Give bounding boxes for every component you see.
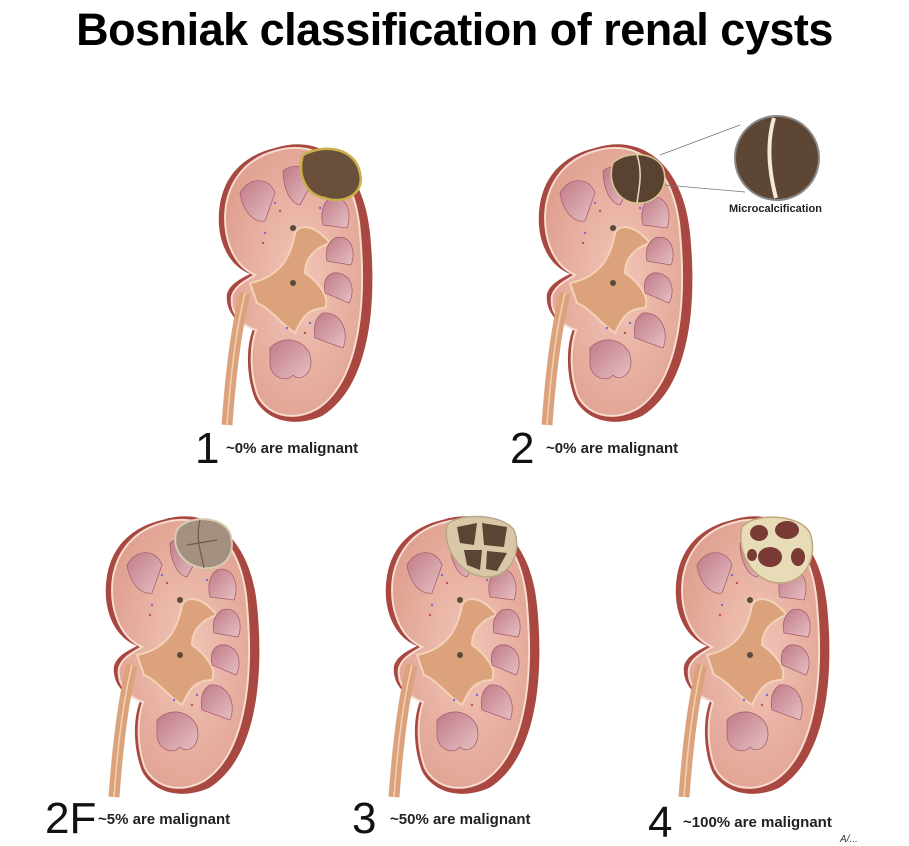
kidney-grade-2: [525, 133, 700, 428]
kidney-grade-1: [205, 133, 380, 428]
grade-label-4: 4: [648, 798, 673, 846]
kidney-grade-4: [662, 505, 837, 800]
artist-signature: A/...: [840, 834, 858, 845]
microcalcification-inset: [659, 115, 820, 201]
minimally-complex-cyst: [610, 153, 666, 204]
malignancy-text-3: ~50% are malignant: [390, 811, 531, 828]
grade-label-2f: 2F: [45, 794, 97, 843]
malignancy-text-4: ~100% are malignant: [683, 814, 832, 831]
grade-label-3: 3: [352, 794, 377, 843]
diagram-title: Bosniak classification of renal cysts: [76, 4, 833, 55]
simple-cyst: [299, 147, 363, 202]
grade-label-1: 1: [195, 424, 220, 473]
kidney-grade-2f: [92, 505, 267, 800]
grade-label-2: 2: [510, 424, 535, 473]
malignancy-text-1: ~0% are malignant: [226, 440, 359, 457]
malignancy-text-2: ~0% are malignant: [546, 440, 679, 457]
malignancy-text-2f: ~5% are malignant: [98, 811, 231, 828]
microcalcification-label: Microcalcification: [729, 203, 822, 215]
kidney-grade-3: [372, 505, 547, 800]
follow-up-cyst: [174, 518, 233, 570]
